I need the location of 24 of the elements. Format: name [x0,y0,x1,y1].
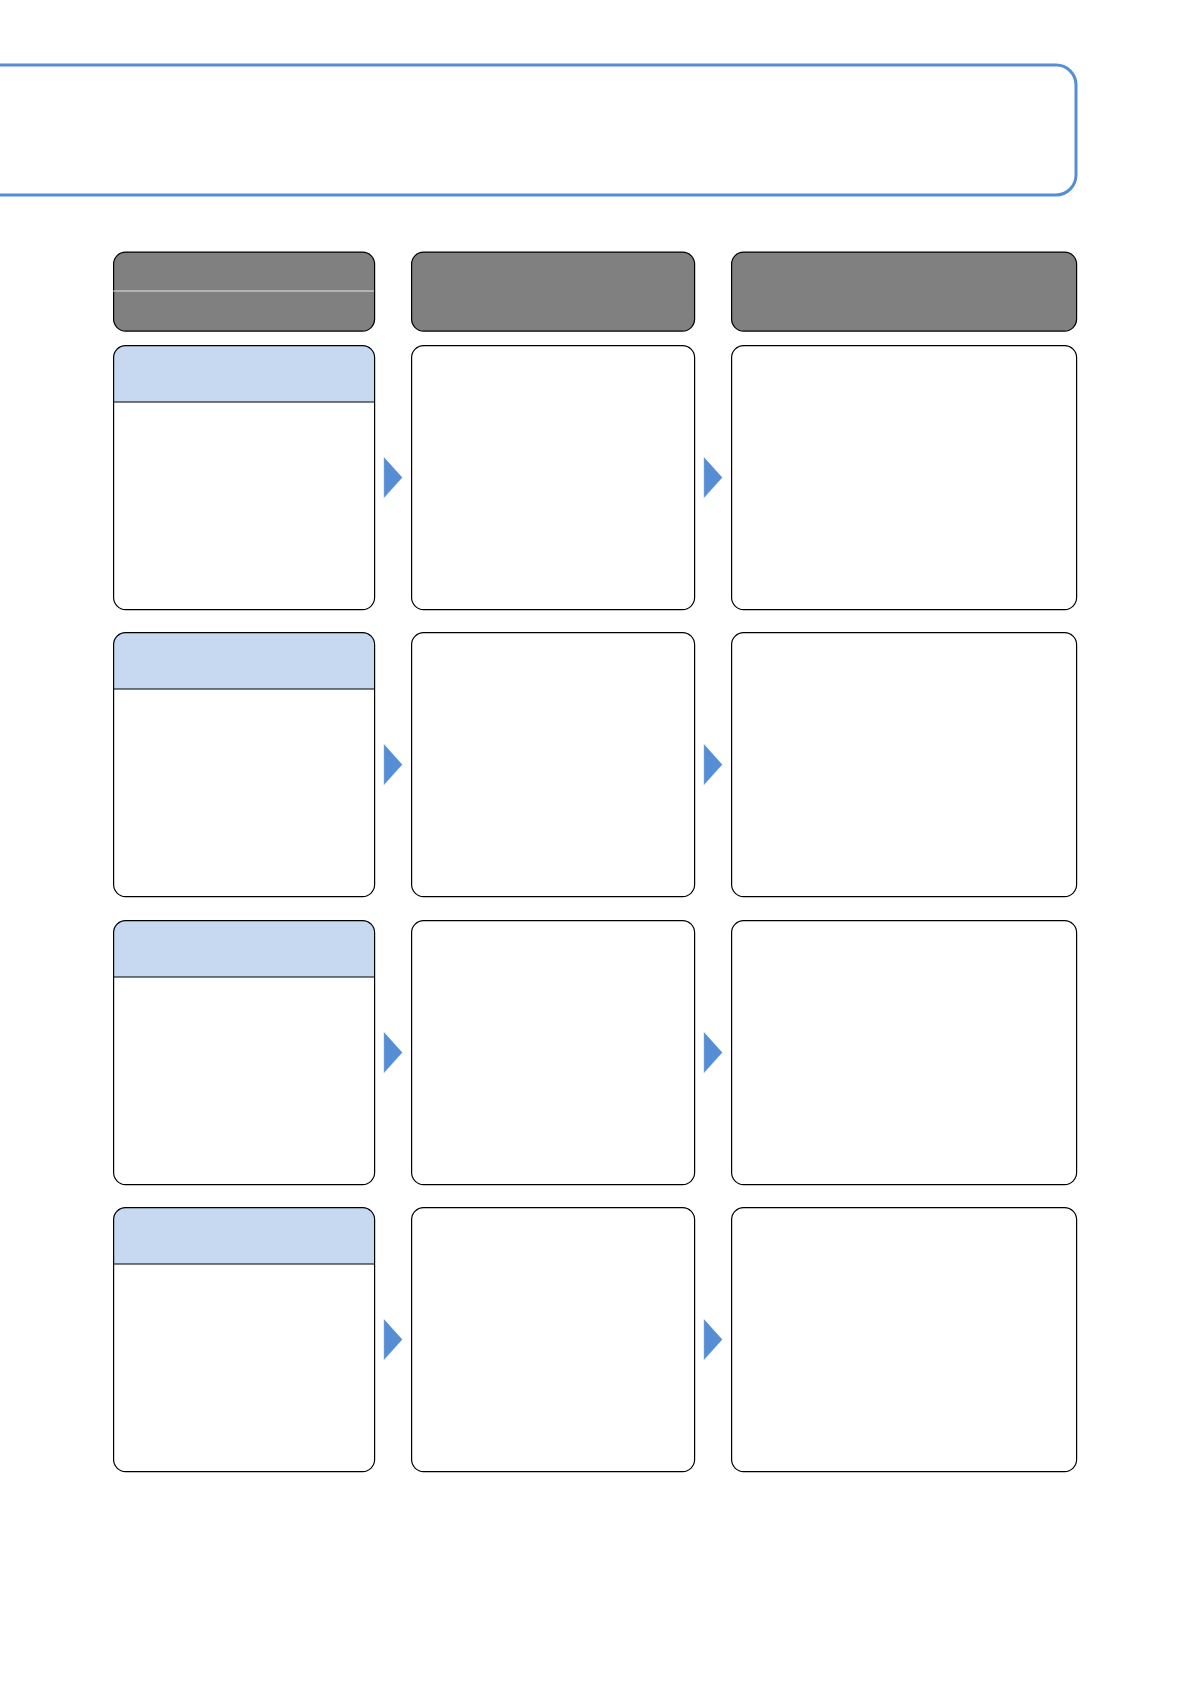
content-box [731,920,1078,1186]
content-box [731,345,1078,611]
header-box [411,251,696,332]
content-box [411,1207,696,1473]
arrow [703,457,723,498]
header-strip [112,345,375,403]
header-box [731,251,1078,332]
content-box [731,1207,1078,1473]
content-box [411,632,696,898]
content-box [411,345,696,611]
arrow [383,1319,403,1360]
arrow [703,1032,723,1073]
arrow [383,1032,403,1073]
header-strip [112,920,375,978]
content-box [411,920,696,1186]
arrow [383,457,403,498]
title-banner [0,63,1078,197]
content-box [731,632,1078,898]
header-strip [112,1207,375,1265]
arrow [703,1319,723,1360]
arrow [383,744,403,785]
header-box [112,251,376,332]
arrow [703,744,723,785]
header-strip [112,632,375,690]
